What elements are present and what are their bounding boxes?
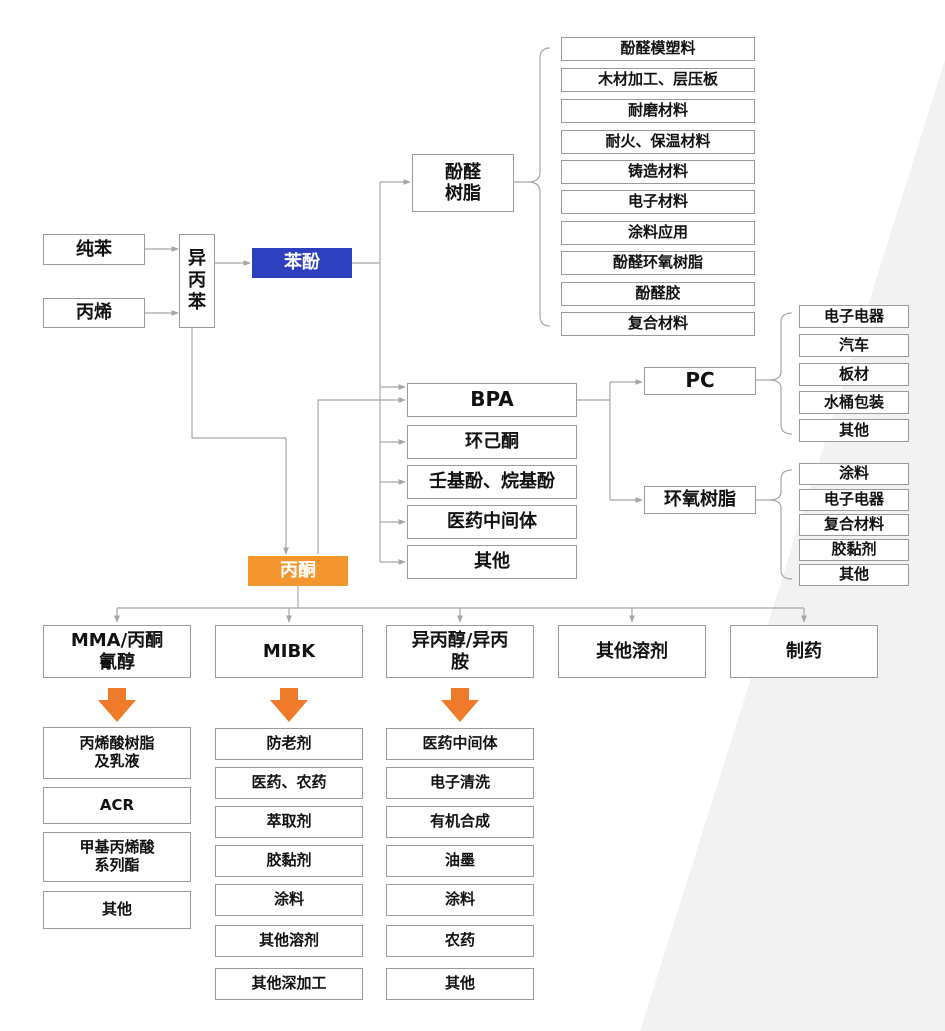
edge-cumene-acetone xyxy=(191,328,289,555)
node-pharmaceuticals: 制药 xyxy=(730,625,878,678)
epoxy-use-item: 电子电器 xyxy=(799,489,909,511)
node-mibk: MIBK xyxy=(215,625,363,678)
phenolic-use-item: 木材加工、层压板 xyxy=(561,68,755,92)
edge-acetone-bpa xyxy=(317,397,406,554)
mma-use-item: 其他 xyxy=(43,891,191,929)
node-pc: PC xyxy=(644,367,756,395)
ipa-use-item: 其他 xyxy=(386,968,534,1000)
mibk-use-item: 萃取剂 xyxy=(215,806,363,838)
mibk-use-item: 其他深加工 xyxy=(215,968,363,1000)
phenolic-use-item: 复合材料 xyxy=(561,312,755,336)
phenolic-use-item: 电子材料 xyxy=(561,190,755,214)
epoxy-use-item: 其他 xyxy=(799,564,909,586)
phenolic-use-item: 酚醛环氧树脂 xyxy=(561,251,755,275)
pc-use-item: 板材 xyxy=(799,363,909,386)
epoxy-use-item: 涂料 xyxy=(799,463,909,485)
mibk-use-item: 医药、农药 xyxy=(215,767,363,799)
down-arrow-ipa xyxy=(441,688,479,722)
mma-use-item: 丙烯酸树脂 及乳液 xyxy=(43,727,191,779)
down-arrow-mibk xyxy=(270,688,308,722)
bracket-epoxy-uses xyxy=(768,469,793,580)
node-acetone: 丙酮 xyxy=(248,556,348,586)
node-mma-acetone-cyanohydrin: MMA/丙酮 氰醇 xyxy=(43,625,191,678)
node-phenolic-resin: 酚醛 树脂 xyxy=(412,154,514,212)
node-propylene: 丙烯 xyxy=(43,298,145,328)
pc-use-item: 电子电器 xyxy=(799,305,909,328)
phenolic-use-item: 铸造材料 xyxy=(561,160,755,184)
node-phenol: 苯酚 xyxy=(252,248,352,278)
node-other-solvents: 其他溶剂 xyxy=(558,625,706,678)
mma-use-item: ACR xyxy=(43,787,191,824)
node-cyclohexanone: 环己酮 xyxy=(407,425,577,459)
node-isopropanol-isopropylamine: 异丙醇/异丙 胺 xyxy=(386,625,534,678)
node-epoxy: 环氧树脂 xyxy=(644,486,756,514)
mibk-use-item: 其他溶剂 xyxy=(215,925,363,957)
mibk-use-item: 胶黏剂 xyxy=(215,845,363,877)
pc-use-item: 其他 xyxy=(799,419,909,442)
phenolic-use-item: 酚醛模塑料 xyxy=(561,37,755,61)
node-bpa: BPA xyxy=(407,383,577,417)
epoxy-use-item: 胶黏剂 xyxy=(799,539,909,561)
ipa-use-item: 涂料 xyxy=(386,884,534,916)
phenolic-use-item: 耐火、保温材料 xyxy=(561,130,755,154)
node-phenol-other: 其他 xyxy=(407,545,577,579)
ipa-use-item: 农药 xyxy=(386,925,534,957)
pc-use-item: 汽车 xyxy=(799,334,909,357)
pc-use-item: 水桶包装 xyxy=(799,391,909,414)
down-arrow-mma xyxy=(98,688,136,722)
mibk-use-item: 防老剂 xyxy=(215,728,363,760)
ipa-use-item: 油墨 xyxy=(386,845,534,877)
epoxy-use-item: 复合材料 xyxy=(799,514,909,536)
node-cumene: 异 丙 苯 xyxy=(179,234,215,328)
ipa-use-item: 电子清洗 xyxy=(386,767,534,799)
mibk-use-item: 涂料 xyxy=(215,884,363,916)
node-benzene: 纯苯 xyxy=(43,234,145,265)
phenolic-use-item: 耐磨材料 xyxy=(561,99,755,123)
phenolic-use-item: 涂料应用 xyxy=(561,221,755,245)
node-alkylphenol: 壬基酚、烷基酚 xyxy=(407,465,577,499)
ipa-use-item: 有机合成 xyxy=(386,806,534,838)
mma-use-item: 甲基丙烯酸 系列酯 xyxy=(43,832,191,882)
bracket-pc-uses xyxy=(768,312,793,435)
phenolic-use-item: 酚醛胶 xyxy=(561,282,755,306)
node-pharma-intermediate: 医药中间体 xyxy=(407,505,577,539)
bracket-phenolic-uses xyxy=(527,47,551,327)
ipa-use-item: 医药中间体 xyxy=(386,728,534,760)
